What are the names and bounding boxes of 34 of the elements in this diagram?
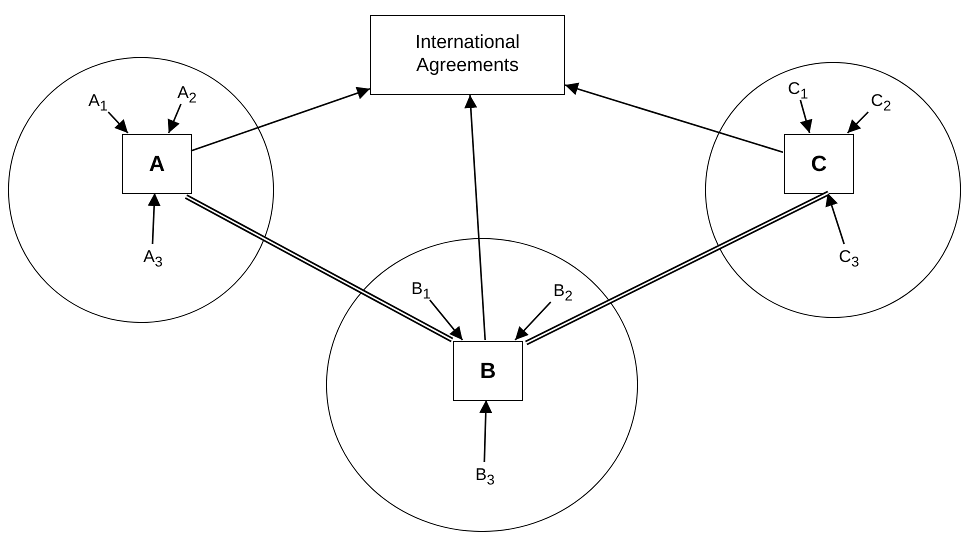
arrow	[464, 94, 486, 340]
arrow	[429, 300, 464, 340]
box-label: C	[811, 150, 827, 178]
arrow	[190, 86, 370, 152]
arrow	[168, 104, 182, 134]
arrow	[800, 100, 812, 134]
factor-label: A$_{1}$	[83, 89, 113, 113]
agreements-box	[370, 15, 565, 95]
factor-label: B$_{3}$	[470, 463, 500, 487]
arrow	[514, 301, 552, 341]
arrow	[825, 192, 845, 244]
box-label: A	[149, 150, 165, 178]
country-box	[122, 134, 192, 194]
region-circle	[705, 62, 961, 318]
factor-label: B$_{1}$	[406, 277, 436, 301]
country-box	[453, 341, 523, 401]
arrow	[846, 111, 869, 134]
factor-label: C$_{1}$	[783, 77, 813, 101]
arrow	[148, 192, 161, 244]
factor-label: A$_{2}$	[172, 81, 202, 105]
double-line	[184, 194, 454, 342]
arrow	[479, 400, 492, 462]
country-box	[784, 134, 854, 194]
box-label: International Agreements	[414, 32, 521, 78]
factor-label: C$_{2}$	[866, 89, 896, 113]
factor-label: A$_{3}$	[138, 245, 168, 269]
box-label: B	[480, 358, 496, 384]
double-line	[525, 190, 830, 346]
region-circle	[8, 57, 274, 323]
arrow	[564, 82, 784, 153]
factor-label: B$_{2}$	[548, 279, 578, 303]
factor-label: C$_{3}$	[834, 245, 864, 269]
arrow	[108, 111, 128, 134]
region-circle	[326, 238, 638, 532]
